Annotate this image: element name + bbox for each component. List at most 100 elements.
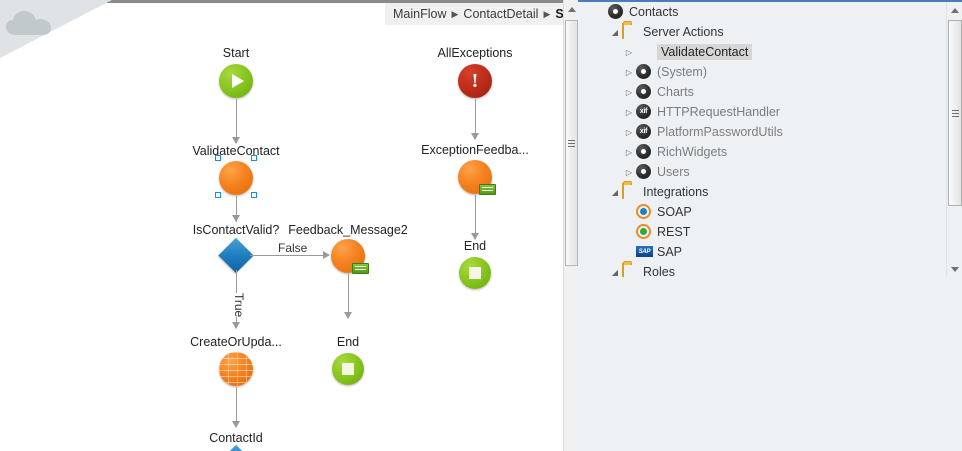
tree-item-validatecontact[interactable]: ▷ ValidateContact — [590, 42, 930, 62]
node-feedbackmessage2[interactable] — [331, 239, 369, 274]
tree-item-contacts[interactable]: Contacts — [590, 2, 930, 22]
tree-item-charts[interactable]: ▷ Charts — [590, 82, 930, 102]
scroll-thumb[interactable] — [948, 20, 962, 206]
breadcrumb-item-contactdetail[interactable]: ContactDetail — [463, 7, 539, 21]
collapsed-arrow-icon[interactable]: ▷ — [625, 167, 633, 177]
node-label-end-false: End — [336, 335, 360, 349]
tree-item-users[interactable]: ▷ Users — [590, 162, 930, 182]
expanded-arrow-icon[interactable]: ◢ — [611, 267, 619, 277]
chevron-down-icon — [951, 266, 959, 272]
tree-item-integrations[interactable]: ◢ Integrations — [590, 182, 930, 202]
collapsed-arrow-icon[interactable]: ▷ — [625, 107, 633, 117]
tree-item-rest[interactable]: REST — [590, 222, 930, 242]
connector-label-true: True — [232, 293, 246, 318]
selection-handle[interactable] — [215, 192, 221, 198]
connector-feedback-to-end — [348, 274, 349, 318]
tree-item-label: (System) — [657, 65, 707, 79]
tree-item-label: RichWidgets — [657, 145, 728, 159]
tree-item-label: Integrations — [643, 185, 709, 199]
scroll-down-button[interactable] — [947, 261, 962, 277]
connector-createorupdate-to-contactid — [236, 387, 237, 427]
tree-vertical-scrollbar[interactable] — [946, 2, 962, 277]
tree-item-roles[interactable]: ◢Roles — [590, 262, 930, 277]
arrow-icon — [232, 322, 240, 329]
tree-item-label: SAP — [657, 245, 683, 259]
collapsed-arrow-icon[interactable]: ▷ — [625, 67, 633, 77]
node-iscontactvalid[interactable] — [218, 237, 254, 274]
node-label-end-exception: End — [463, 239, 487, 253]
arrow-icon — [232, 421, 240, 428]
node-label-validatecontact: ValidateContact — [192, 144, 280, 158]
node-label-contactid: ContactId — [209, 431, 263, 445]
breadcrumb-separator-icon: ▶ — [451, 8, 459, 19]
tree-item-server-actions[interactable]: ◢Server Actions — [590, 22, 930, 42]
folder-icon — [622, 183, 624, 199]
soap-icon — [636, 204, 651, 219]
rest-icon — [636, 224, 651, 239]
element-tree-panel[interactable]: Contacts◢Server Actions▷ValidateContact▷… — [590, 2, 962, 277]
tree-item-label: ValidateContact — [657, 44, 753, 60]
arrow-icon — [471, 233, 479, 240]
element-tree-list[interactable]: Contacts◢Server Actions▷ValidateContact▷… — [590, 2, 930, 277]
module-icon — [636, 84, 651, 99]
breadcrumb[interactable]: MainFlow ▶ ContactDetail ▶ Save — [385, 3, 578, 25]
canvas-vertical-scrollbar[interactable] — [563, 0, 578, 451]
module-icon — [636, 64, 651, 79]
node-label-start: Start — [222, 46, 250, 60]
node-allexceptions[interactable]: ! — [458, 64, 492, 98]
tree-item-label: Users — [657, 165, 690, 179]
message-badge-icon — [352, 263, 369, 274]
flow-canvas[interactable]: MainFlow ▶ ContactDetail ▶ Save Start Va… — [0, 0, 578, 451]
tree-item-label: REST — [657, 225, 691, 239]
scroll-up-button[interactable] — [564, 2, 578, 17]
tree-item-label: HTTPRequestHandler — [657, 105, 780, 119]
tree-item-sap[interactable]: SAP SAP — [590, 242, 930, 262]
chevron-up-icon — [951, 7, 959, 13]
selection-handle[interactable] — [215, 155, 221, 161]
tree-item-label: Charts — [657, 85, 694, 99]
tree-item-system[interactable]: ▷ (System) — [590, 62, 930, 82]
collapsed-arrow-icon[interactable]: ▷ — [625, 127, 633, 137]
node-label-feedbackmessage2: Feedback_Message2 — [288, 223, 408, 237]
tree-item-httprequesthandler[interactable]: ▷xif HTTPRequestHandler — [590, 102, 930, 122]
selection-handle[interactable] — [251, 192, 257, 198]
tree-item-label: Contacts — [629, 5, 679, 19]
tree-item-label: PlatformPasswordUtils — [657, 125, 783, 139]
node-end-exception[interactable] — [459, 257, 491, 289]
expanded-arrow-icon[interactable]: ◢ — [611, 27, 619, 37]
tree-item-soap[interactable]: SOAP — [590, 202, 930, 222]
node-start[interactable] — [219, 64, 253, 98]
arrow-icon — [323, 251, 330, 259]
node-end-false-branch[interactable] — [332, 353, 364, 385]
folder-icon — [622, 263, 624, 277]
collapsed-arrow-icon[interactable]: ▷ — [625, 47, 633, 57]
collapsed-arrow-icon[interactable]: ▷ — [625, 147, 633, 157]
tree-item-label: SOAP — [657, 205, 692, 219]
tree-item-richwidgets[interactable]: ▷ RichWidgets — [590, 142, 930, 162]
expanded-arrow-icon[interactable]: ◢ — [611, 187, 619, 197]
breadcrumb-separator-icon: ▶ — [543, 8, 551, 19]
extension-icon: xif — [636, 104, 651, 119]
arrow-icon — [344, 312, 352, 319]
node-createorupdate[interactable] — [219, 352, 253, 386]
scroll-up-button[interactable] — [947, 2, 962, 18]
sap-icon: SAP — [636, 246, 653, 257]
breadcrumb-item-mainflow[interactable]: MainFlow — [393, 7, 447, 21]
grip-icon — [951, 109, 959, 117]
selection-handle[interactable] — [251, 155, 257, 161]
module-icon — [608, 4, 623, 19]
connector-start-to-validate — [236, 99, 237, 143]
arrow-icon — [232, 215, 240, 222]
module-icon — [636, 164, 651, 179]
scroll-thumb[interactable] — [565, 20, 578, 266]
collapsed-arrow-icon[interactable]: ▷ — [625, 87, 633, 97]
node-label-allexceptions: AllExceptions — [437, 46, 513, 60]
connector-false-branch — [250, 255, 326, 256]
connector-validate-to-decision — [236, 196, 237, 222]
node-validatecontact[interactable] — [219, 161, 253, 195]
node-exceptionfeedback[interactable] — [458, 160, 496, 195]
node-contactid[interactable] — [218, 444, 254, 451]
cloud-icon — [6, 11, 51, 35]
exclamation-icon: ! — [471, 70, 479, 92]
